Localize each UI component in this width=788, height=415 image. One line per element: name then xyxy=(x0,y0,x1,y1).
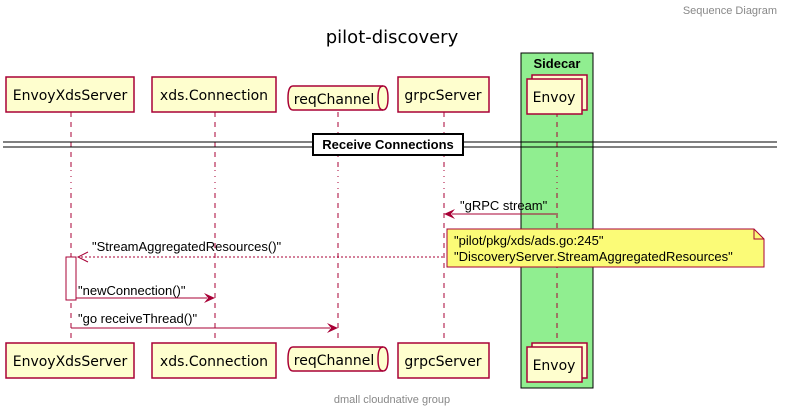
participant-label: xds.Connection xyxy=(160,88,268,104)
message-label: "gRPC stream" xyxy=(460,198,548,213)
message-go-receive-thread: "go receiveThread()" xyxy=(71,311,338,333)
participant-envoy-top[interactable]: Envoy xyxy=(526,74,588,115)
message-stream-aggregated: "StreamAggregatedResources()" xyxy=(76,239,443,263)
participant-label: xds.Connection xyxy=(160,354,268,370)
note-line-2: "DiscoveryServer.StreamAggregatedResourc… xyxy=(454,249,733,264)
header-caption: Sequence Diagram xyxy=(683,5,777,17)
participant-envoyxds-bottom[interactable]: EnvoyXdsServer xyxy=(5,342,135,379)
note-ads-go: "pilot/pkg/xds/ads.go:245" "DiscoverySer… xyxy=(446,228,765,268)
footer-caption: dmall cloudnative group xyxy=(334,394,450,406)
divider-label-box xyxy=(312,133,464,156)
queue-shape-end xyxy=(377,346,384,372)
queue-shape-end xyxy=(377,85,384,111)
message-arrow-head xyxy=(204,293,215,303)
message-arrow-head xyxy=(327,323,338,333)
participant-reqchannel-top[interactable]: reqChannel xyxy=(287,85,389,111)
note-fold xyxy=(753,229,764,240)
note-shape xyxy=(446,228,765,268)
participant-box xyxy=(397,76,490,113)
participant-box xyxy=(5,76,135,113)
message-arrow-head xyxy=(444,209,455,219)
participant-reqchannel-bottom[interactable]: reqChannel xyxy=(287,346,389,372)
participant-grpcserver-bottom[interactable]: grpcServer xyxy=(397,342,490,379)
participant-box xyxy=(5,342,135,379)
participant-label: EnvoyXdsServer xyxy=(13,354,128,370)
participant-box xyxy=(151,342,277,379)
participant-envoy-bottom[interactable]: Envoy xyxy=(526,342,588,383)
participant-envoyxds-top[interactable]: EnvoyXdsServer xyxy=(5,76,135,113)
participant-grpcserver-top[interactable]: grpcServer xyxy=(397,76,490,113)
note-line-1: "pilot/pkg/xds/ads.go:245" xyxy=(454,233,604,248)
divider-label: Receive Connections xyxy=(322,137,454,152)
participant-label: grpcServer xyxy=(404,354,481,370)
participant-box xyxy=(526,78,583,115)
participant-box xyxy=(526,346,583,383)
participant-label: Envoy xyxy=(533,90,576,106)
message-grpc-stream: "gRPC stream" xyxy=(444,198,556,219)
participant-box xyxy=(397,342,490,379)
participant-label: grpcServer xyxy=(404,88,481,104)
participant-label: reqChannel xyxy=(294,353,374,369)
message-label: "StreamAggregatedResources()" xyxy=(92,239,282,254)
participant-label: reqChannel xyxy=(294,92,374,108)
participant-box xyxy=(151,76,277,113)
participant-label: Envoy xyxy=(533,358,576,374)
divider-receive-connections: Receive Connections xyxy=(3,133,777,156)
message-label: "go receiveThread()" xyxy=(78,311,197,326)
sidecar-box-title: Sidecar xyxy=(534,56,581,71)
participant-label: EnvoyXdsServer xyxy=(13,88,128,104)
message-label: "newConnection()" xyxy=(78,283,186,298)
message-arrow-head xyxy=(76,251,89,263)
participant-xdsconn-bottom[interactable]: xds.Connection xyxy=(151,342,277,379)
diagram-title: pilot-discovery xyxy=(326,27,459,48)
message-new-connection: "newConnection()" xyxy=(76,283,215,303)
participant-xdsconn-top[interactable]: xds.Connection xyxy=(151,76,277,113)
activation-bar-envoyxds xyxy=(65,256,77,301)
